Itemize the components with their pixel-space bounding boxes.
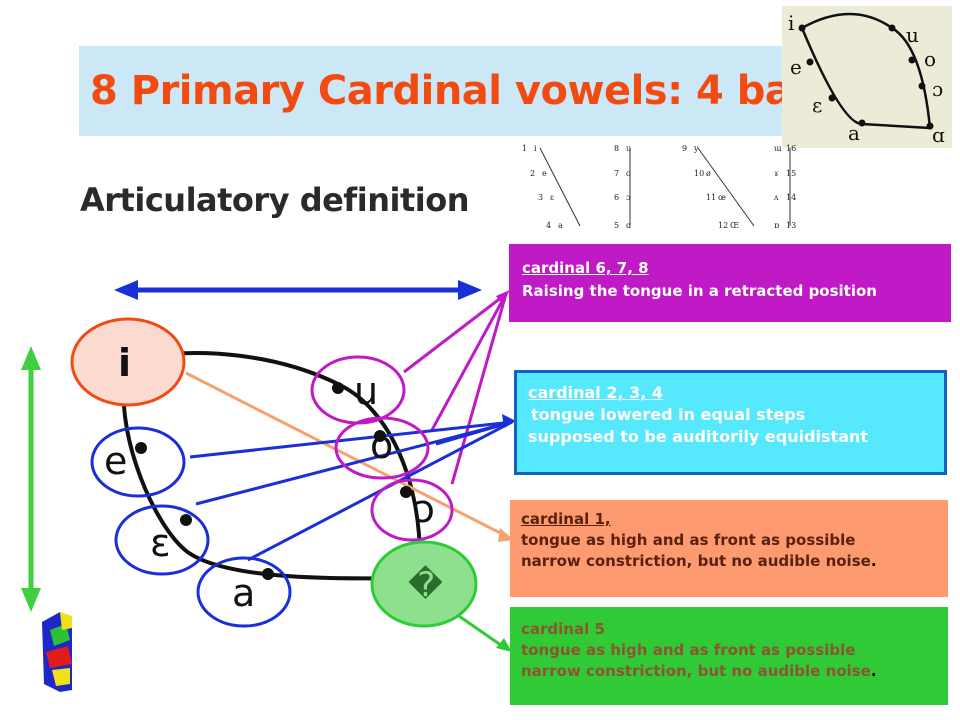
vowel-open-o-circle	[370, 478, 454, 542]
corner-label-a: a	[848, 121, 860, 145]
slide-subtitle: Articulatory definition	[80, 181, 469, 219]
ref-chart-label: 9	[682, 144, 687, 153]
vowel-label-a: a	[232, 571, 255, 615]
cardinal-234-heading: cardinal 2, 3, 4	[528, 383, 664, 402]
ref-chart-label: ɔ	[626, 193, 631, 202]
ref-chart-label: 11	[706, 193, 716, 202]
vowel-label-epsilon: ε	[150, 521, 171, 565]
ref-chart-label: 1	[522, 144, 527, 153]
ref-chart-label: u	[626, 144, 631, 153]
vowel-label-u: u	[354, 369, 378, 413]
cardinal-678-box: cardinal 6, 7, 8 Raising the tongue in a…	[509, 244, 951, 322]
vowel-label-e: e	[104, 439, 127, 483]
ref-chart-label: 13	[786, 221, 796, 230]
title-banner	[79, 46, 782, 136]
ref-chart-label: ɯ	[774, 144, 782, 153]
ref-chart-label: œ	[718, 193, 726, 202]
corner-label-e: e	[790, 55, 802, 79]
ref-chart-label: e	[542, 169, 547, 178]
ref-chart-label: 2	[530, 169, 535, 178]
cardinal-5-line1: tongue as high and as front as possible	[521, 641, 856, 659]
vowel-i-circle	[70, 317, 186, 407]
ref-chart-label: Œ	[730, 221, 739, 230]
ref-chart-label: 15	[786, 169, 796, 178]
corner-label-i: i	[788, 11, 794, 35]
vowel-label-script-a: �	[408, 565, 443, 605]
corner-label-epsilon: ε	[812, 93, 822, 117]
corner-vowel-diagram: i e ε a u o ɔ ɑ	[782, 6, 952, 148]
vowel-label-open-o: ɔ	[414, 487, 435, 531]
vowel-o-circle	[334, 416, 430, 480]
ref-chart-label: 16	[786, 144, 796, 153]
corner-label-u: u	[906, 23, 919, 47]
ref-chart-label: 6	[614, 193, 619, 202]
ref-chart-label: 4	[546, 221, 551, 230]
slide-title: 8 Primary Cardinal vowels: 4 back	[90, 68, 841, 114]
decorative-sticker	[42, 612, 72, 692]
cardinal-1-line2: narrow constriction, but no audible nois…	[521, 552, 871, 570]
cardinal-1-line1: tongue as high and as front as possible	[521, 531, 856, 549]
cardinal-1-heading: cardinal 1,	[521, 510, 611, 528]
ref-chart-label: 3	[538, 193, 543, 202]
ref-chart-label: o	[626, 169, 631, 178]
ref-chart-label: ɑ	[626, 221, 631, 230]
ref-chart-label: i	[534, 144, 537, 153]
ref-chart-label: ʌ	[773, 193, 779, 202]
cardinal-234-box: cardinal 2, 3, 4 tongue lowered in equal…	[514, 370, 947, 475]
cardinal-234-line1: tongue lowered in equal steps	[531, 405, 806, 424]
ref-chart-label: ɤ	[774, 169, 779, 178]
cardinal-1-box: cardinal 1, tongue as high and as front …	[510, 500, 948, 597]
ref-chart-label: 7	[614, 169, 619, 178]
cardinal-5-box: cardinal 5 tongue as high and as front a…	[510, 607, 948, 705]
corner-label-o: o	[924, 47, 936, 71]
cardinal-678-body: Raising the tongue in a retracted positi…	[522, 282, 877, 300]
corner-label-script-a: ɑ	[932, 123, 945, 147]
vowel-label-i: i	[118, 341, 131, 385]
corner-label-open-o: ɔ	[932, 77, 943, 101]
ref-chart-label: 5	[614, 221, 619, 230]
ref-chart-label: ε	[550, 193, 554, 202]
ref-chart-label: 12	[718, 221, 728, 230]
cardinal-678-heading: cardinal 6, 7, 8	[522, 259, 649, 277]
ref-chart-label: ɒ	[774, 221, 779, 230]
cardinal-234-line2: supposed to be auditorily equidistant	[528, 427, 869, 446]
cardinal-1-period: .	[870, 552, 877, 570]
vowel-a-circle	[196, 556, 292, 628]
vowel-epsilon-circle	[114, 504, 210, 576]
ref-chart-label: a	[558, 221, 563, 230]
cardinal-5-period: .	[870, 662, 877, 680]
ref-chart-label: y	[693, 144, 699, 153]
ref-chart-label: 14	[786, 193, 796, 202]
ref-chart-label: 8	[614, 144, 619, 153]
vowel-label-o: o	[370, 423, 393, 467]
vowel-script-a-circle	[370, 540, 478, 628]
vowel-e-circle	[90, 426, 186, 498]
ref-chart-label: 10	[694, 169, 704, 178]
cardinal-5-heading: cardinal 5	[521, 620, 605, 638]
ref-chart-label: ø	[706, 169, 711, 178]
cardinal-5-line2: narrow constriction, but no audible nois…	[521, 662, 871, 680]
